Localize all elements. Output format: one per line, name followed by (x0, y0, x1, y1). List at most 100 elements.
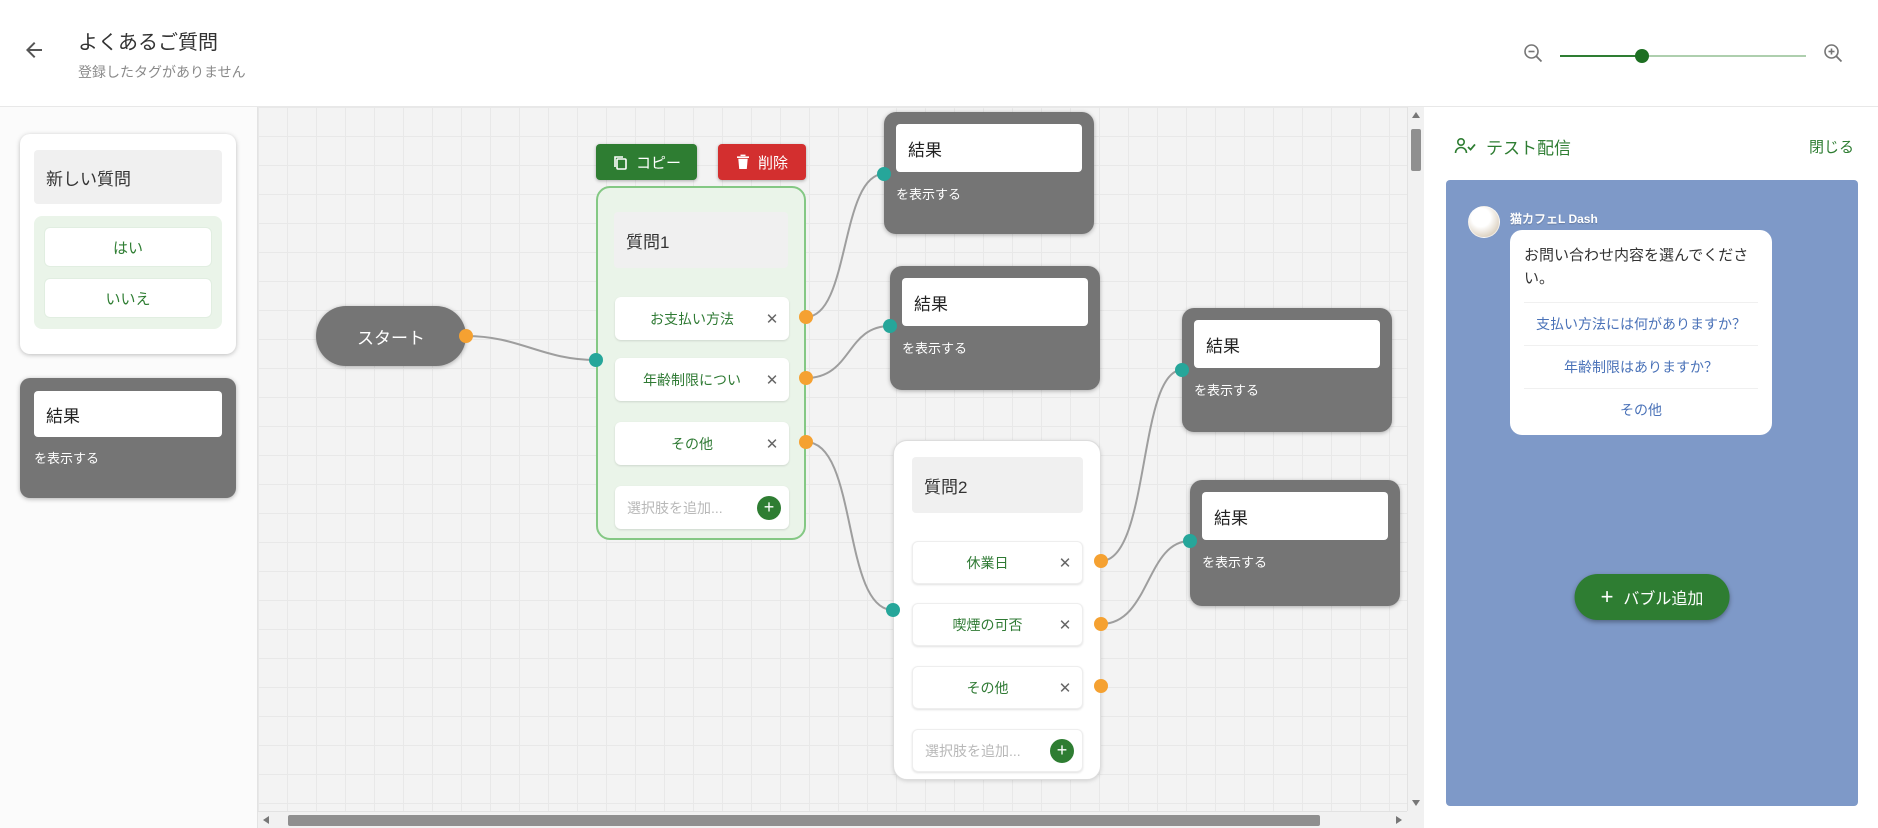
scroll-down-arrow-icon[interactable] (1412, 800, 1420, 806)
question1-option-row[interactable]: その他 ✕ (615, 422, 789, 465)
output-connector[interactable] (459, 329, 473, 343)
connection-line (1101, 541, 1190, 624)
output-connector[interactable] (1094, 554, 1108, 568)
scrollbar-corner (1407, 811, 1424, 828)
result-title-box[interactable]: 結果 (896, 124, 1082, 172)
option-label: 年齢制限につい (615, 370, 755, 390)
question-template-title: 新しい質問 (34, 150, 222, 204)
remove-option-icon[interactable]: ✕ (755, 310, 789, 328)
input-connector[interactable] (589, 353, 603, 367)
canvas-vertical-scrollbar[interactable] (1407, 107, 1424, 811)
zoom-slider[interactable] (1560, 48, 1806, 64)
question1-node[interactable]: 質問1 お支払い方法 ✕ 年齢制限につい ✕ その他 ✕ 選択肢を追加... + (596, 186, 806, 540)
connections-layer (258, 107, 1424, 828)
test-delivery-icon (1454, 137, 1476, 155)
add-option-icon[interactable]: + (1050, 739, 1074, 763)
result-title-box[interactable]: 結果 (1194, 320, 1380, 368)
input-connector[interactable] (886, 603, 900, 617)
zoom-slider-fill (1560, 55, 1642, 57)
connection-line (466, 336, 596, 360)
copy-icon (612, 154, 628, 170)
remove-option-icon[interactable]: ✕ (1048, 679, 1082, 697)
option-label: その他 (615, 434, 755, 454)
input-connector[interactable] (883, 319, 897, 333)
result-title-box[interactable]: 結果 (1202, 492, 1388, 540)
output-connector[interactable] (1094, 617, 1108, 631)
output-connector[interactable] (1094, 679, 1108, 693)
output-connector[interactable] (799, 371, 813, 385)
trash-icon (736, 154, 750, 170)
input-connector[interactable] (1175, 363, 1189, 377)
result-title-box[interactable]: 結果 (902, 278, 1088, 326)
bubble-option-button[interactable]: 年齢制限はありますか？ (1524, 345, 1758, 388)
zoom-slider-knob[interactable] (1635, 49, 1649, 63)
add-option-placeholder: 選択肢を追加... (615, 498, 757, 518)
question1-option-row[interactable]: 年齢制限につい ✕ (615, 358, 789, 401)
back-button[interactable] (22, 38, 46, 67)
delete-button-label: 削除 (758, 152, 788, 173)
test-preview-panel: テスト配信 閉じる 猫カフェL Dash お問い合わせ内容を選んでください。 支… (1424, 107, 1878, 828)
connection-line (1101, 370, 1182, 561)
input-connector[interactable] (1183, 534, 1197, 548)
result-template-title: 結果 (34, 391, 222, 437)
account-avatar (1468, 206, 1500, 238)
vertical-scrollbar-thumb[interactable] (1411, 129, 1421, 171)
bubble-message: お問い合わせ内容を選んでください。 (1524, 244, 1758, 302)
question2-add-option-input[interactable]: 選択肢を追加... + (912, 729, 1083, 772)
zoom-out-button[interactable] (1522, 42, 1544, 69)
copy-node-button[interactable]: コピー (596, 144, 697, 180)
output-connector[interactable] (799, 310, 813, 324)
option-label: 喫煙の可否 (913, 615, 1048, 635)
flow-canvas[interactable]: コピー 削除 スタート 質問1 お支払い方法 ✕ 年齢制限につい ✕ (258, 107, 1424, 828)
question-template-option: いいえ (44, 278, 212, 318)
scroll-left-arrow-icon[interactable] (263, 816, 269, 824)
scroll-right-arrow-icon[interactable] (1396, 816, 1402, 824)
option-label: その他 (913, 678, 1048, 698)
page-title: よくあるご質問 (78, 26, 218, 55)
add-bubble-label: バブル追加 (1623, 585, 1703, 609)
question2-option-row[interactable]: 喫煙の可否 ✕ (912, 603, 1083, 646)
chat-preview: 猫カフェL Dash お問い合わせ内容を選んでください。 支払い方法には何があり… (1446, 180, 1858, 806)
close-preview-button[interactable]: 閉じる (1809, 136, 1854, 157)
preview-header: テスト配信 閉じる (1454, 131, 1854, 161)
scroll-up-arrow-icon[interactable] (1412, 112, 1420, 118)
result-template-card[interactable]: 結果 を表示する (20, 378, 236, 498)
connection-line (806, 442, 893, 610)
question2-option-row[interactable]: 休業日 ✕ (912, 541, 1083, 584)
remove-option-icon[interactable]: ✕ (1048, 554, 1082, 572)
question2-node[interactable]: 質問2 休業日 ✕ 喫煙の可否 ✕ その他 ✕ 選択肢を追加... + (893, 440, 1101, 780)
start-node[interactable]: スタート (316, 306, 466, 366)
result-node[interactable]: 結果 を表示する (1190, 480, 1400, 606)
result-node[interactable]: 結果 を表示する (890, 266, 1100, 390)
result-node[interactable]: 結果 を表示する (1182, 308, 1392, 432)
remove-option-icon[interactable]: ✕ (755, 435, 789, 453)
delete-node-button[interactable]: 削除 (718, 144, 806, 180)
question1-option-row[interactable]: お支払い方法 ✕ (615, 297, 789, 340)
output-connector[interactable] (799, 435, 813, 449)
add-bubble-button[interactable]: + バブル追加 (1575, 574, 1730, 620)
canvas-horizontal-scrollbar[interactable] (258, 811, 1407, 828)
question-template-options: はい いいえ (34, 216, 222, 329)
connection-line (806, 174, 884, 317)
zoom-in-button[interactable] (1822, 42, 1844, 69)
bubble-option-button[interactable]: その他 (1524, 388, 1758, 431)
horizontal-scrollbar-thumb[interactable] (288, 815, 1320, 826)
zoom-controls (1522, 42, 1844, 69)
add-option-icon[interactable]: + (757, 496, 781, 520)
remove-option-icon[interactable]: ✕ (1048, 616, 1082, 634)
result-template-caption: を表示する (34, 448, 222, 467)
connection-line (806, 326, 890, 378)
question-template-card[interactable]: 新しい質問 はい いいえ (20, 134, 236, 354)
result-caption: を表示する (896, 184, 1082, 203)
result-node[interactable]: 結果 を表示する (884, 112, 1094, 234)
input-connector[interactable] (877, 167, 891, 181)
question1-title-input[interactable]: 質問1 (614, 212, 788, 268)
bubble-option-button[interactable]: 支払い方法には何がありますか？ (1524, 302, 1758, 345)
question1-add-option-input[interactable]: 選択肢を追加... + (615, 486, 789, 529)
question2-title-input[interactable]: 質問2 (912, 457, 1083, 513)
zoom-out-icon (1522, 42, 1544, 64)
copy-button-label: コピー (636, 152, 681, 173)
remove-option-icon[interactable]: ✕ (755, 371, 789, 389)
question2-option-row[interactable]: その他 ✕ (912, 666, 1083, 709)
plus-icon: + (1601, 586, 1614, 608)
